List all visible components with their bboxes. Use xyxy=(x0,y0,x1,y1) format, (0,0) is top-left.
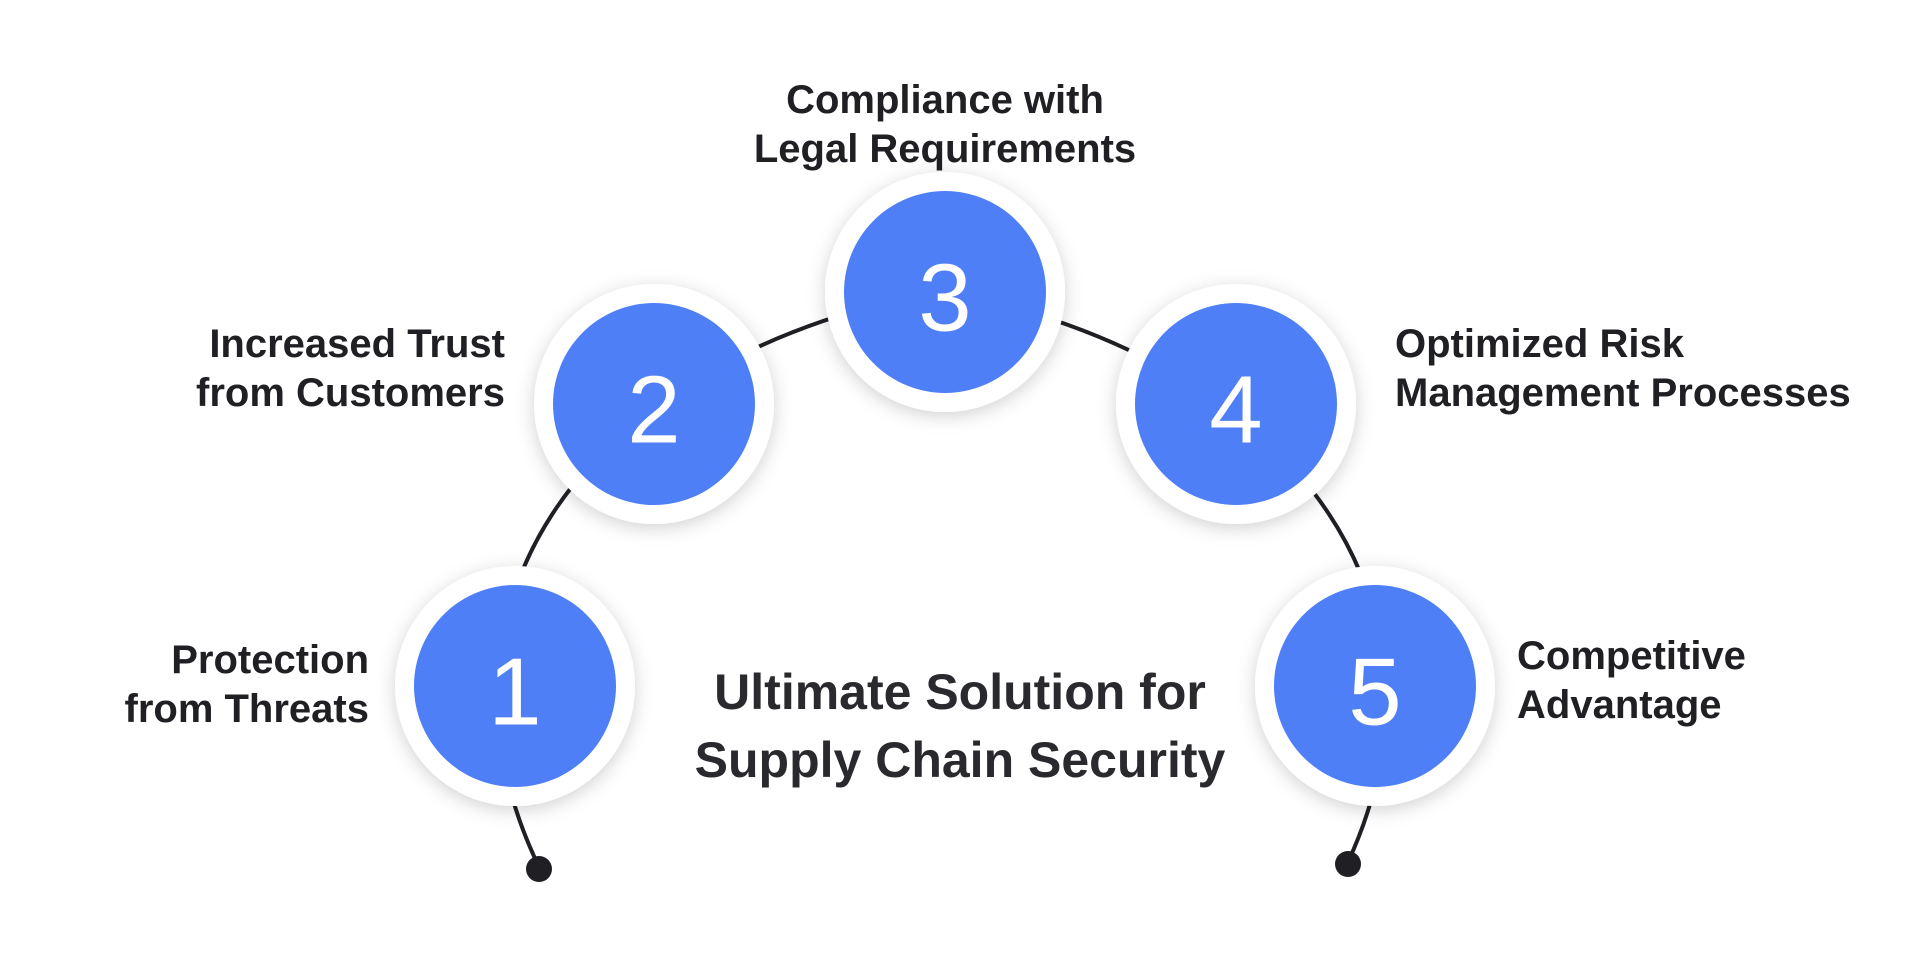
step-number-4: 4 xyxy=(1209,357,1262,464)
step-number-3: 3 xyxy=(918,245,971,352)
step-number-2: 2 xyxy=(627,357,680,464)
arc-end-dot xyxy=(1335,851,1361,877)
step-label-4-line-2: Management Processes xyxy=(1395,371,1851,415)
step-number-1: 1 xyxy=(488,639,541,746)
diagram-title-line-1: Ultimate Solution for xyxy=(714,664,1206,720)
step-number-5: 5 xyxy=(1348,639,1401,746)
step-node-5-circle xyxy=(1274,585,1476,787)
arc-start-dot xyxy=(526,856,552,882)
step-node-3-circle xyxy=(844,191,1046,393)
step-label-2-line-1: Increased Trust xyxy=(209,322,505,366)
step-node-5: 5 xyxy=(1255,566,1495,806)
step-label-4-line-1: Optimized Risk xyxy=(1395,322,1684,366)
step-node-3: 3 xyxy=(825,172,1065,412)
step-label-3: Compliance with Legal Requirements xyxy=(645,76,1245,174)
step-node-4: 4 xyxy=(1116,284,1356,524)
step-node-1: 1 xyxy=(395,566,635,806)
step-label-5-line-2: Advantage xyxy=(1517,683,1722,727)
step-label-3-line-1: Compliance with xyxy=(786,78,1104,122)
step-label-1: Protection from Threats xyxy=(125,636,370,734)
diagram-title-line-2: Supply Chain Security xyxy=(694,732,1226,788)
step-label-2: Increased Trust from Customers xyxy=(196,320,505,418)
step-label-4: Optimized Risk Management Processes xyxy=(1395,320,1851,418)
diagram-title: Ultimate Solution for Supply Chain Secur… xyxy=(660,658,1260,794)
step-node-2-circle xyxy=(553,303,755,505)
step-label-3-line-2: Legal Requirements xyxy=(753,127,1137,171)
step-node-4-circle xyxy=(1135,303,1337,505)
step-node-1-circle xyxy=(414,585,616,787)
step-label-5-line-1: Competitive xyxy=(1517,634,1746,678)
step-label-5: Competitive Advantage xyxy=(1517,632,1746,730)
step-node-2: 2 xyxy=(534,284,774,524)
step-label-2-line-2: from Customers xyxy=(196,371,505,415)
step-label-1-line-2: from Threats xyxy=(124,687,370,731)
step-label-1-line-1: Protection xyxy=(171,638,369,682)
